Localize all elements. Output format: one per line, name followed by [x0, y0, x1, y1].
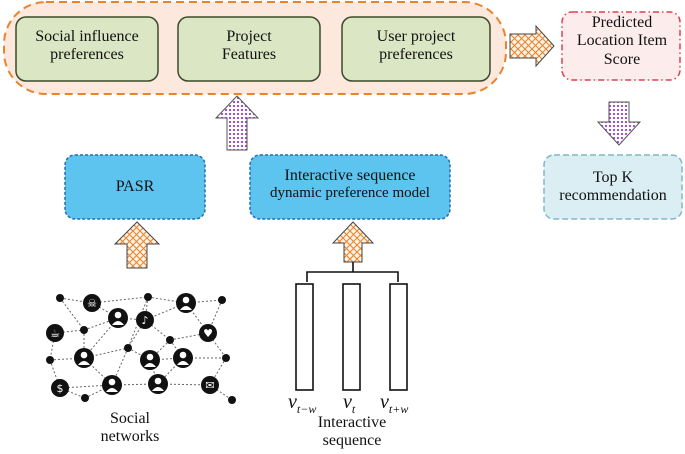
network-node-dollar: $ — [51, 379, 69, 397]
network-node-dot — [56, 294, 64, 302]
arrow-up-to-interactive-model — [331, 221, 375, 263]
network-edge — [209, 357, 227, 386]
arrow-right-to-predicted — [509, 24, 555, 68]
network-node-person — [173, 348, 193, 368]
network-node-person — [148, 374, 168, 394]
arrow-up-to-pasr — [113, 221, 161, 269]
svg-text:☠: ☠ — [87, 297, 97, 310]
svg-text:✉: ✉ — [205, 379, 214, 392]
pasr-label: PASR — [115, 178, 155, 195]
network-node-person — [140, 350, 160, 370]
network-node-person — [102, 375, 122, 395]
arrow-up-to-group — [214, 95, 260, 151]
network-node-dot — [46, 356, 54, 364]
network-node-mail: ✉ — [201, 376, 219, 394]
network-node-person — [176, 293, 196, 313]
network-node-cup: ☕ — [46, 324, 64, 342]
network-edge — [83, 347, 129, 359]
sequence-bar-left — [295, 283, 314, 391]
network-node-person — [108, 308, 128, 328]
pasr-box — [64, 154, 206, 220]
sequence-bracket — [306, 262, 399, 282]
network-node-note: ♪ — [136, 311, 154, 329]
social-influence-box — [15, 16, 159, 82]
svg-text:♥: ♥ — [203, 327, 213, 340]
network-node-dot — [124, 344, 132, 352]
network-node-dot — [222, 354, 230, 362]
arrow-down-to-topk — [596, 101, 642, 146]
user-project-box — [341, 16, 491, 82]
network-node-heart: ♥ — [199, 324, 217, 342]
people-network-icon: ☠ ☕ ♪ ♥ $ ✉ — [46, 293, 236, 404]
network-node-dot — [81, 394, 89, 402]
network-edge — [127, 296, 149, 349]
svg-text:$: $ — [57, 382, 64, 395]
svg-text:♪: ♪ — [141, 314, 148, 327]
network-edge — [59, 297, 93, 304]
predicted-box — [561, 11, 681, 81]
network-node-dot — [144, 293, 152, 301]
network-node-dot — [228, 396, 236, 404]
project-features-box — [177, 16, 321, 82]
network-node-dot — [166, 336, 174, 344]
network-node-person — [74, 348, 94, 368]
sequence-bar-mid — [342, 283, 361, 391]
network-edge — [91, 296, 149, 304]
seq-label-mid: vt — [343, 391, 356, 416]
network-edge — [59, 297, 85, 331]
network-node-dot — [80, 326, 88, 334]
topk-box — [543, 154, 683, 220]
seq-label-right: vt+w — [380, 391, 408, 416]
seq-label-left: vt−w — [288, 391, 316, 416]
svg-text:☕: ☕ — [50, 327, 60, 340]
network-edge — [149, 339, 171, 361]
network-node-skull: ☠ — [83, 294, 101, 312]
network-node-dot — [218, 296, 226, 304]
interactive-model-box — [249, 154, 451, 220]
sequence-bar-right — [389, 283, 408, 391]
